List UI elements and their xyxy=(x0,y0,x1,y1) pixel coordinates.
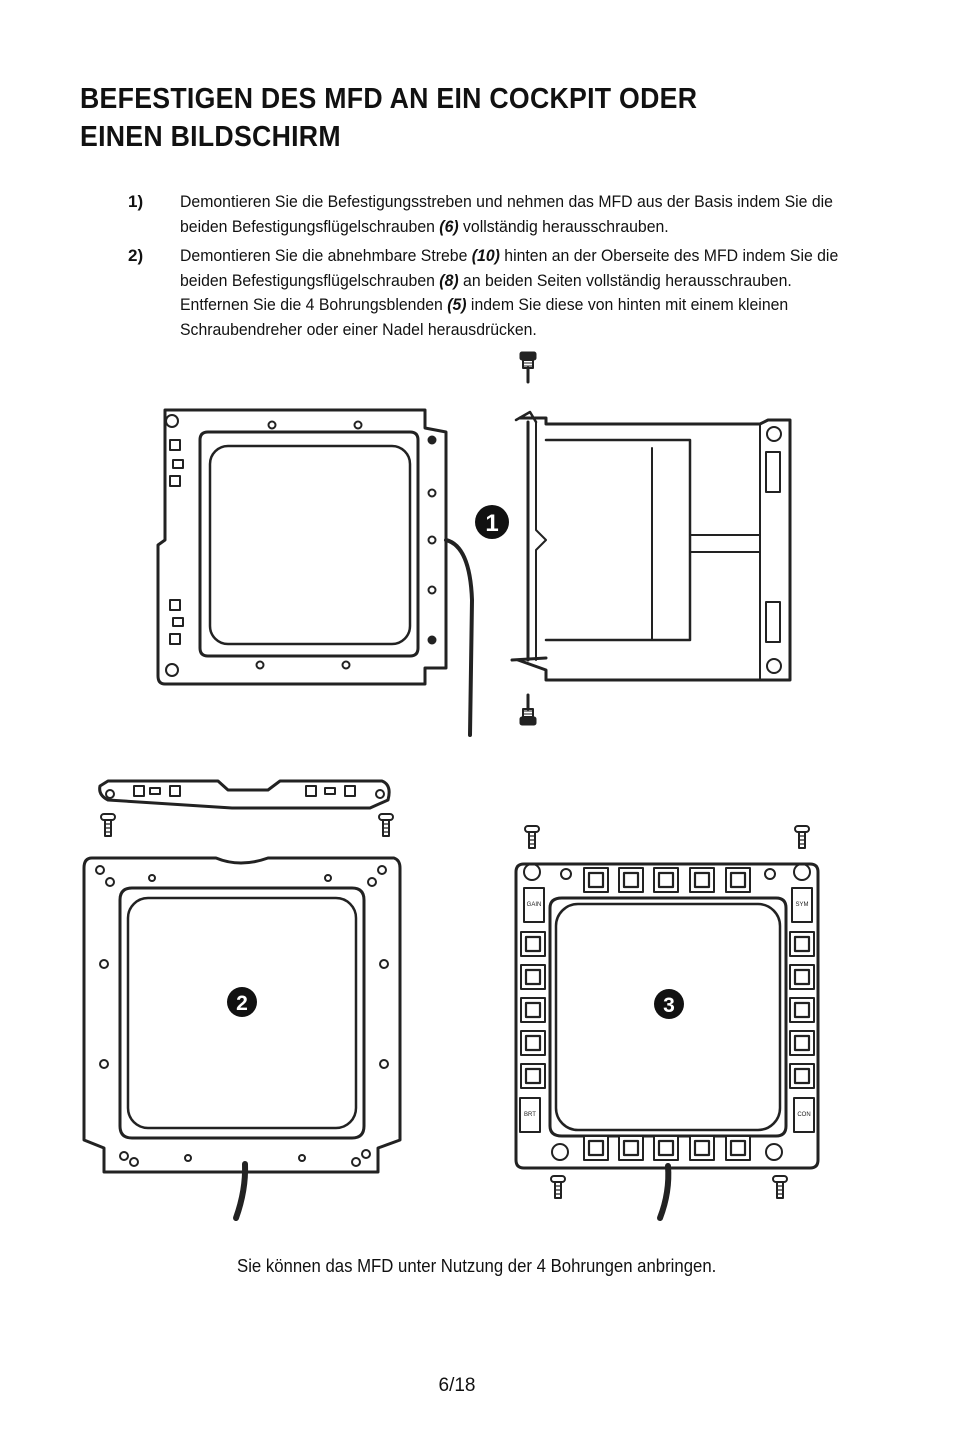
step-text: Demontieren Sie die Befestigungsstreben … xyxy=(180,192,833,236)
callout-badge-3: 3 xyxy=(654,989,684,1019)
con-button-label: CON xyxy=(797,1112,810,1118)
figure-mfd-front-top xyxy=(156,408,474,737)
callout-badge-1: 1 xyxy=(475,505,509,539)
step-number: 1) xyxy=(128,192,144,211)
callout-number: 3 xyxy=(663,994,675,1017)
gain-button-label: GAIN xyxy=(527,902,542,908)
mfd-mounting-illustration: GAIN SYM BRT CON 1 2 3 xyxy=(82,350,820,1221)
part-reference: (8) xyxy=(439,270,459,290)
figure-caption: Sie können das MFD unter Nutzung der 4 B… xyxy=(237,1256,717,1276)
brt-button-label: BRT xyxy=(524,1112,536,1118)
part-reference: (10) xyxy=(471,246,500,265)
step-text: Demontieren Sie die abnehmbare Strebe (1… xyxy=(180,246,839,339)
instruction-step-2: 2) Demontieren Sie die abnehmbare Strebe… xyxy=(128,244,888,342)
part-reference: (6) xyxy=(439,216,459,236)
callout-badge-2: 2 xyxy=(227,987,257,1017)
figure-mfd-side-top xyxy=(510,350,792,727)
callout-number: 2 xyxy=(236,992,248,1015)
instruction-list: 1) Demontieren Sie die Befestigungsstreb… xyxy=(128,190,888,347)
instruction-step-1: 1) Demontieren Sie die Befestigungsstreb… xyxy=(128,190,888,239)
page-number: 6/18 xyxy=(438,1375,476,1396)
callout-number: 1 xyxy=(485,510,498,537)
page-heading: BEFESTIGEN DES MFD AN EIN COCKPIT ODER E… xyxy=(80,83,698,153)
step-number: 2) xyxy=(128,246,144,265)
figure-mfd-front-panel xyxy=(514,825,820,1221)
part-reference: (5) xyxy=(447,295,467,314)
sym-button-label: SYM xyxy=(795,902,808,908)
